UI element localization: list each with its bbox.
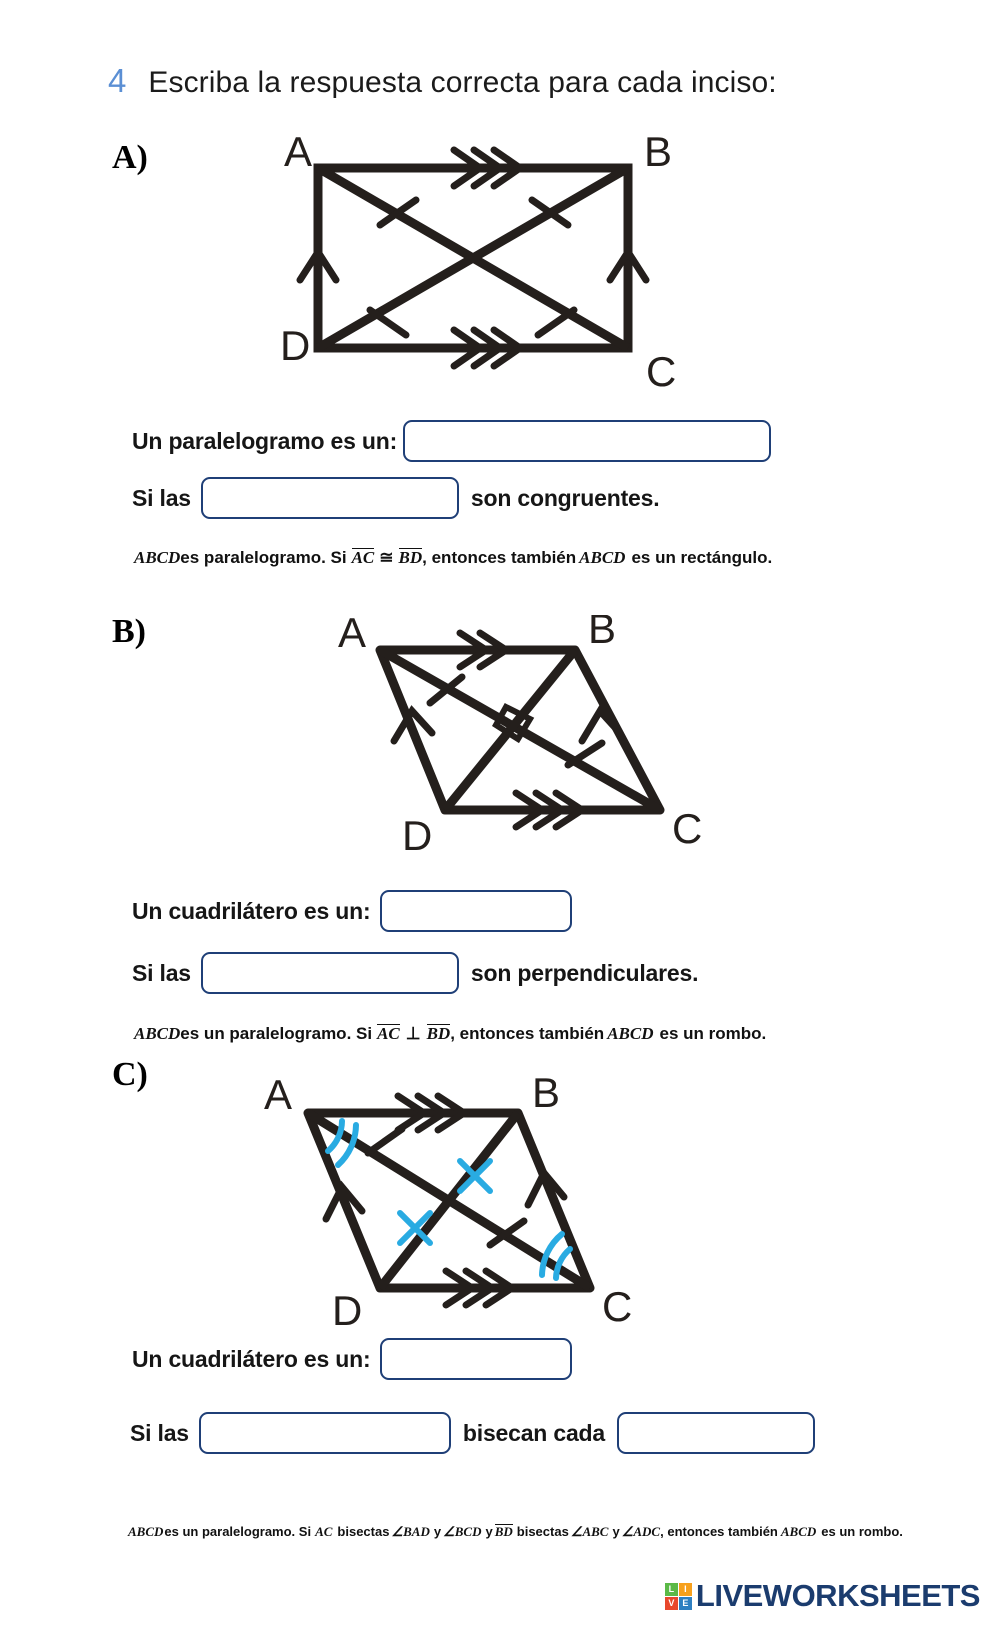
prompt-c2: Si las bisecan cada (130, 1412, 815, 1454)
logo-cell-l: L (664, 1582, 678, 1596)
question-header: 4 Escriba la respuesta correcta para cad… (108, 64, 777, 100)
statement-c-t5: bisectas (516, 1524, 569, 1539)
figure-rectangle-abcd: A B D C (280, 130, 676, 390)
prompt-a2: Si las son congruentes. (132, 477, 660, 519)
section-letter-c: C) (112, 1056, 148, 1093)
statement-c-t3: y (433, 1524, 442, 1539)
svg-text:D: D (402, 812, 432, 859)
prompt-b2-prefix: Si las (132, 959, 191, 986)
statement-b-quad: ABCD (134, 1024, 181, 1043)
answer-input-b2[interactable] (200, 952, 459, 994)
liveworksheets-footer: L I V E LIVEWORKSHEETS (0, 1578, 1000, 1614)
liveworksheets-logo-icon: L I V E (664, 1582, 692, 1610)
svg-text:C: C (602, 1283, 632, 1330)
statement-c-quad2: ABCD (780, 1524, 817, 1539)
figure-rhombus-abcd-perpendicular: A B D C (338, 615, 702, 859)
statement-a-quad2: ABCD (579, 548, 626, 567)
prompt-a1: Un paralelogramo es un: (132, 420, 772, 462)
prompt-b2-suffix: son perpendiculares. (470, 959, 699, 986)
statement-b-seg1: AC (377, 1024, 400, 1043)
statement-c-t8: es un rombo. (821, 1524, 903, 1539)
prompt-b1-label: Un cuadrilátero es un: (132, 897, 371, 924)
statement-a-text2: , entonces también (422, 548, 577, 567)
statement-c-ang4: ∠ADC (621, 1524, 661, 1539)
prompt-a1-label: Un paralelogramo es un: (132, 427, 398, 454)
svg-text:A: A (264, 1073, 292, 1118)
statement-a-text3: es un rectángulo. (631, 548, 773, 567)
statement-a-quad: ABCD (134, 548, 181, 567)
svg-text:C: C (646, 348, 676, 390)
statement-b-text1: es un paralelogramo. Si (180, 1024, 373, 1043)
logo-cell-i: I (678, 1582, 692, 1596)
statement-c-ang3: ∠ABC (570, 1524, 609, 1539)
svg-text:C: C (672, 805, 702, 852)
statement-c-t4: y (485, 1524, 493, 1539)
statement-b-relation: ⊥ (405, 1024, 421, 1043)
logo-cell-e: E (678, 1596, 692, 1610)
answer-input-b1[interactable] (380, 890, 573, 932)
statement-b-quad2: ABCD (607, 1024, 654, 1043)
svg-text:A: A (284, 130, 312, 175)
answer-input-c1[interactable] (380, 1338, 573, 1380)
answer-input-a2[interactable] (200, 477, 459, 519)
statement-c-t2: bisectas (337, 1524, 390, 1539)
question-number: 4 (108, 62, 127, 99)
statement-a-relation: ≅ (379, 548, 394, 567)
answer-input-c3[interactable] (616, 1412, 815, 1454)
statement-c-quad: ABCD (128, 1524, 164, 1539)
prompt-b2: Si las son perpendiculares. (132, 952, 698, 994)
logo-cell-v: V (664, 1596, 678, 1610)
statement-c-seg1: AC (315, 1524, 333, 1539)
statement-c-ang2: ∠BCD (443, 1524, 482, 1539)
statement-b-seg2: BD (426, 1024, 451, 1043)
statement-c-t6: y (612, 1524, 620, 1539)
prompt-c1-label: Un cuadrilátero es un: (132, 1345, 371, 1372)
question-instruction: Escriba la respuesta correcta para cada … (148, 66, 777, 99)
prompt-b1: Un cuadrilátero es un: (132, 890, 573, 932)
figure-rhombus-abcd-bisectors: A B D C (264, 1073, 632, 1333)
statement-b-text3: es un rombo. (659, 1024, 767, 1043)
svg-text:B: B (644, 130, 672, 175)
statement-a-seg1: AC (351, 548, 375, 567)
svg-text:B: B (588, 615, 616, 652)
statement-c-seg2: BD (494, 1524, 513, 1539)
statement-b-text2: , entonces también (450, 1024, 605, 1043)
svg-text:A: A (338, 615, 366, 656)
statement-a-text1: es paralelogramo. Si (180, 548, 347, 567)
prompt-c2-suffix: bisecan cada (462, 1419, 605, 1446)
statement-a-seg2: BD (398, 548, 423, 567)
section-letter-b: B) (112, 613, 146, 650)
statement-c-t7: , entonces también (660, 1524, 778, 1539)
liveworksheets-brand-text: LIVEWORKSHEETS (695, 1578, 981, 1613)
svg-text:D: D (280, 322, 310, 369)
section-letter-a: A) (112, 139, 148, 176)
answer-input-a1[interactable] (403, 420, 772, 462)
prompt-a2-suffix: son congruentes. (470, 484, 660, 511)
answer-input-c2[interactable] (198, 1412, 451, 1454)
prompt-c1: Un cuadrilátero es un: (132, 1338, 573, 1380)
statement-c-ang1: ∠BAD (391, 1524, 430, 1539)
prompt-a2-prefix: Si las (132, 484, 191, 511)
svg-text:B: B (532, 1073, 560, 1116)
statement-c-t1: es un paralelogramo. Si (164, 1524, 312, 1539)
svg-text:D: D (332, 1287, 362, 1333)
prompt-c2-prefix: Si las (130, 1419, 189, 1446)
